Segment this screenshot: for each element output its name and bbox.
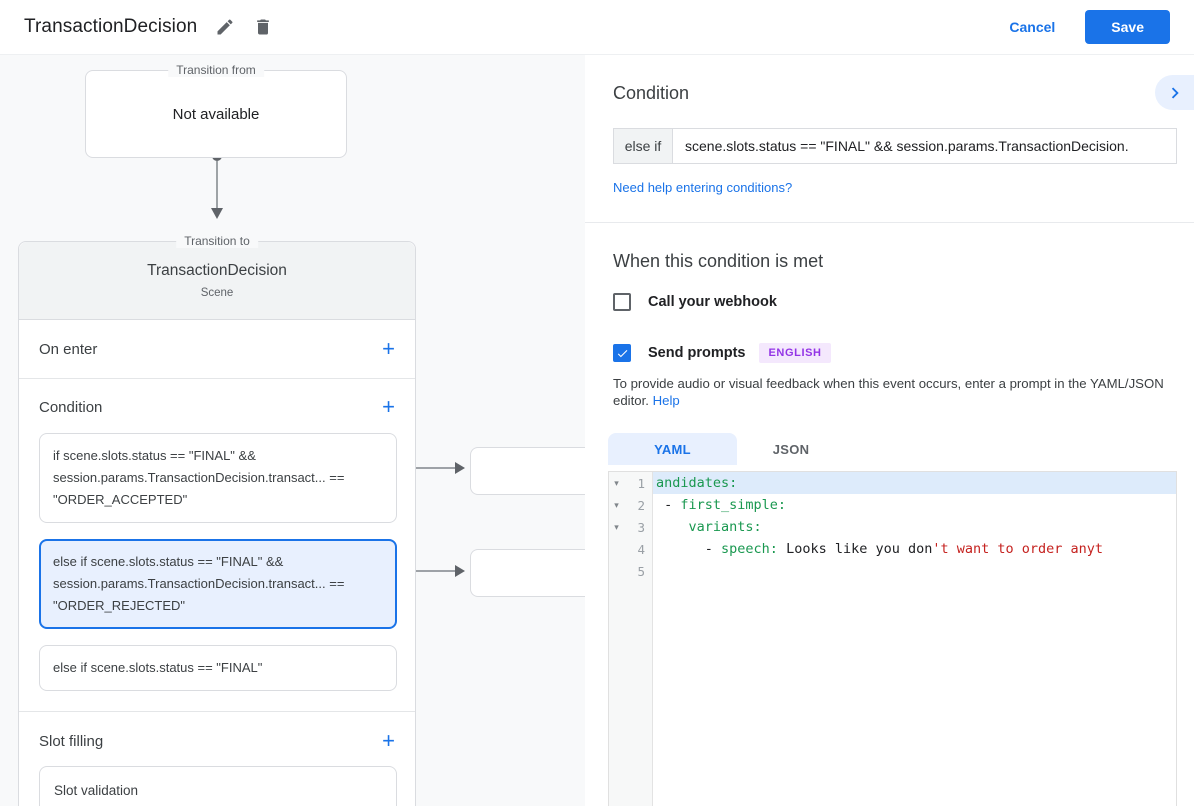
on-enter-row: On enter + [19, 320, 415, 379]
flow-canvas: Transition from Not available Transition… [0, 55, 585, 806]
condition-section-head: Condition + [39, 387, 395, 427]
gutter-row: 5 [609, 560, 652, 582]
slot-validation-item[interactable]: Slot validation [39, 766, 397, 806]
conditions-help-link[interactable]: Need help entering conditions? [613, 180, 793, 195]
transition-to-legend: Transition to [176, 234, 258, 248]
scene-card: Transition to TransactionDecision Scene … [18, 234, 416, 806]
language-badge: ENGLISH [759, 343, 831, 363]
prompts-description: To provide audio or visual feedback when… [613, 375, 1189, 409]
when-met-heading: When this condition is met [613, 251, 824, 271]
transition-from-legend: Transition from [168, 63, 264, 77]
line-number: 3 [637, 519, 645, 535]
condition-items: if scene.slots.status == "FINAL" && sess… [39, 433, 397, 691]
pencil-icon [217, 19, 233, 35]
help-link[interactable]: Help [652, 393, 680, 408]
edit-title-button[interactable] [215, 17, 235, 37]
line-number: 4 [637, 541, 645, 557]
code-token-string: 't want to order anyt [932, 541, 1104, 557]
add-condition-button[interactable]: + [382, 394, 395, 419]
tab-json[interactable]: JSON [772, 441, 810, 457]
condition-item[interactable]: else if scene.slots.status == "FINAL" [39, 645, 397, 691]
trash-icon [257, 19, 270, 35]
condition-expression-row: else if [613, 128, 1177, 164]
code-token-plain [656, 519, 689, 535]
editor-line[interactable] [653, 560, 1176, 582]
slot-filling-label: Slot filling [39, 732, 104, 750]
send-prompts-label: Send prompts [648, 345, 746, 361]
chevron-right-icon [1171, 87, 1179, 98]
condition-item[interactable]: if scene.slots.status == "FINAL" && sess… [39, 433, 397, 523]
transition-from-box: Transition from Not available [85, 63, 347, 158]
scene-card-header: TransactionDecision Scene [19, 242, 415, 320]
fold-arrow-icon[interactable]: ▾ [614, 477, 619, 488]
line-number: 2 [637, 497, 645, 513]
transition-target-box-1[interactable] [470, 447, 585, 495]
webhook-checkbox[interactable] [613, 293, 631, 311]
cancel-button[interactable]: Cancel [1009, 19, 1056, 35]
scene-name: TransactionDecision [147, 262, 287, 279]
gutter-row: ▾2 [609, 494, 652, 516]
transition-target-box-2[interactable] [470, 549, 585, 597]
line-number: 1 [637, 475, 645, 491]
scene-type-label: Scene [200, 287, 234, 299]
gutter-row: ▾3 [609, 516, 652, 538]
checkmark-icon [617, 349, 627, 357]
editor-code-area[interactable]: andidates: - first_simple: variants: - s… [653, 472, 1176, 806]
code-token-key: speech: [721, 541, 778, 557]
prompts-description-text: To provide audio or visual feedback when… [613, 376, 1164, 408]
condition-editor-panel: Condition else if Need help entering con… [585, 55, 1194, 806]
condition-item[interactable]: else if scene.slots.status == "FINAL" &&… [39, 539, 397, 629]
code-token-plain: - [656, 541, 722, 557]
condition-section-label: Condition [39, 398, 103, 416]
delete-scene-button[interactable] [253, 17, 273, 37]
page-title: TransactionDecision [24, 16, 198, 37]
save-button[interactable]: Save [1085, 10, 1170, 44]
collapse-panel-button[interactable] [1155, 75, 1194, 110]
add-on-enter-button[interactable]: + [382, 336, 395, 361]
code-token-plain: - [656, 497, 681, 513]
editor-line[interactable]: - first_simple: [653, 494, 1176, 516]
editor-line[interactable]: - speech: Looks like you don't want to o… [653, 538, 1176, 560]
slot-filling-section: Slot filling + Slot validation [19, 712, 415, 806]
on-enter-label: On enter [39, 340, 98, 358]
tab-yaml[interactable]: YAML [608, 433, 737, 465]
editor-tabs: YAML JSON [608, 433, 845, 465]
send-prompts-row: Send prompts ENGLISH [613, 343, 831, 363]
send-prompts-checkbox[interactable] [613, 344, 631, 362]
code-token-key: first_simple: [680, 497, 787, 513]
line-number: 5 [637, 563, 645, 579]
code-token-plain: Looks like you don [777, 541, 933, 557]
condition-expression-input[interactable] [672, 128, 1177, 164]
condition-operator-label: else if [613, 128, 672, 164]
transition-from-value: Not available [172, 105, 260, 123]
slot-filling-head: Slot filling + [39, 722, 395, 760]
fold-arrow-icon[interactable]: ▾ [614, 521, 619, 532]
code-token-key: andidates: [656, 475, 738, 491]
condition-section: Condition + if scene.slots.status == "FI… [19, 379, 415, 712]
panel-divider [585, 222, 1194, 223]
gutter-row: ▾1 [609, 472, 652, 494]
webhook-row: Call your webhook [613, 293, 777, 311]
webhook-label: Call your webhook [648, 294, 777, 310]
gutter-row: 4 [609, 538, 652, 560]
editor-line[interactable]: variants: [653, 516, 1176, 538]
top-bar: TransactionDecision Cancel Save [0, 0, 1194, 55]
condition-heading: Condition [613, 83, 690, 103]
fold-arrow-icon[interactable]: ▾ [614, 499, 619, 510]
code-token-key: variants: [688, 519, 762, 535]
editor-line[interactable]: andidates: [653, 472, 1176, 494]
add-slot-button[interactable]: + [382, 728, 395, 753]
